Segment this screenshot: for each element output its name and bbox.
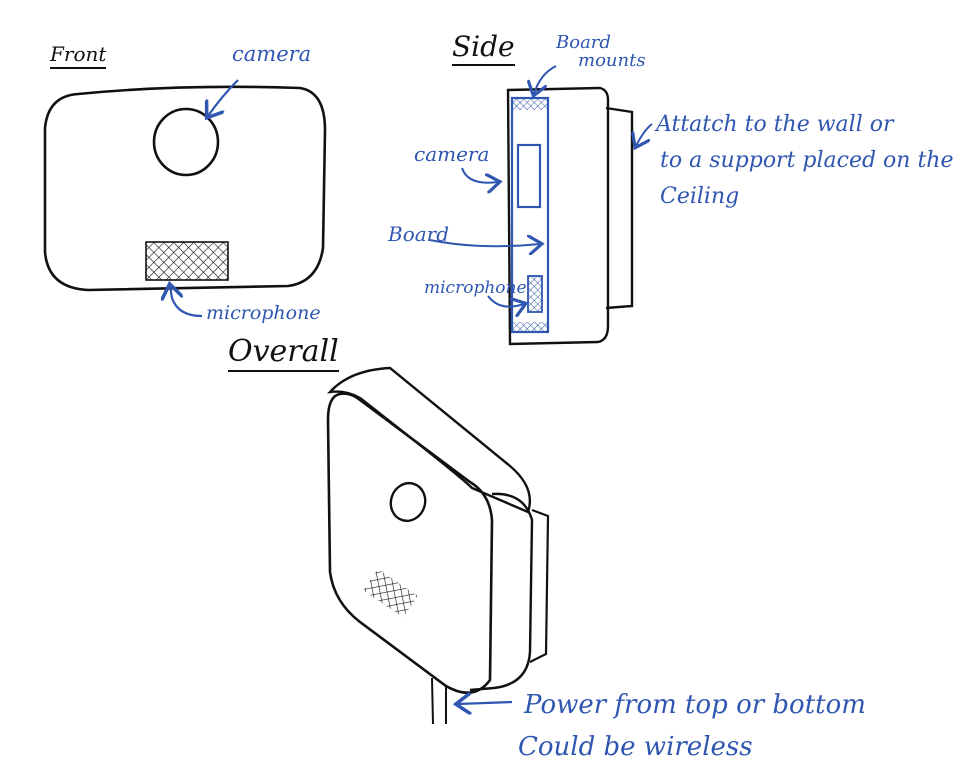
side-camera	[518, 145, 540, 207]
overall-side-face	[470, 494, 532, 690]
side-mount-plate	[606, 108, 632, 308]
overall-power-label-line2: Could be wireless	[518, 732, 753, 762]
overall-power-label-line1: Power from top or bottom	[524, 690, 866, 720]
overall-title: Overall	[228, 334, 339, 372]
overall-power-arrow	[458, 702, 512, 704]
side-body-outline	[508, 88, 608, 344]
front-camera-arrow	[208, 80, 238, 116]
side-camera-label: camera	[414, 142, 489, 166]
front-view	[45, 80, 325, 316]
side-attach-arrow	[636, 124, 652, 146]
side-camera-arrow	[462, 168, 498, 183]
overall-camera-lens	[386, 479, 430, 526]
side-attach-label-line1: Attatch to the wall or	[656, 112, 894, 137]
front-camera-label: camera	[232, 42, 311, 66]
side-microphone-label: microphone	[424, 278, 527, 298]
overall-power-cable-left	[432, 678, 433, 724]
front-microphone-label: microphone	[206, 302, 321, 324]
front-microphone-grille	[146, 242, 228, 280]
overall-front-face	[328, 394, 492, 693]
side-board-mount-bottom	[513, 322, 547, 332]
overall-top-face	[330, 368, 530, 512]
front-camera-lens	[154, 109, 218, 175]
side-view	[430, 66, 652, 344]
front-title: Front	[50, 42, 106, 69]
side-microphone	[528, 276, 542, 312]
overall-microphone-grille	[363, 569, 417, 617]
front-microphone-arrow	[170, 286, 202, 316]
side-board-mount-top	[513, 98, 547, 110]
side-board-label: Board	[388, 222, 449, 246]
side-board-mounts-label-line2: mounts	[578, 50, 646, 71]
side-title: Side	[452, 30, 515, 66]
overall-view	[328, 368, 548, 724]
side-attach-label-line3: Ceiling	[660, 184, 739, 209]
side-attach-label-line2: to a support placed on the	[660, 148, 954, 173]
